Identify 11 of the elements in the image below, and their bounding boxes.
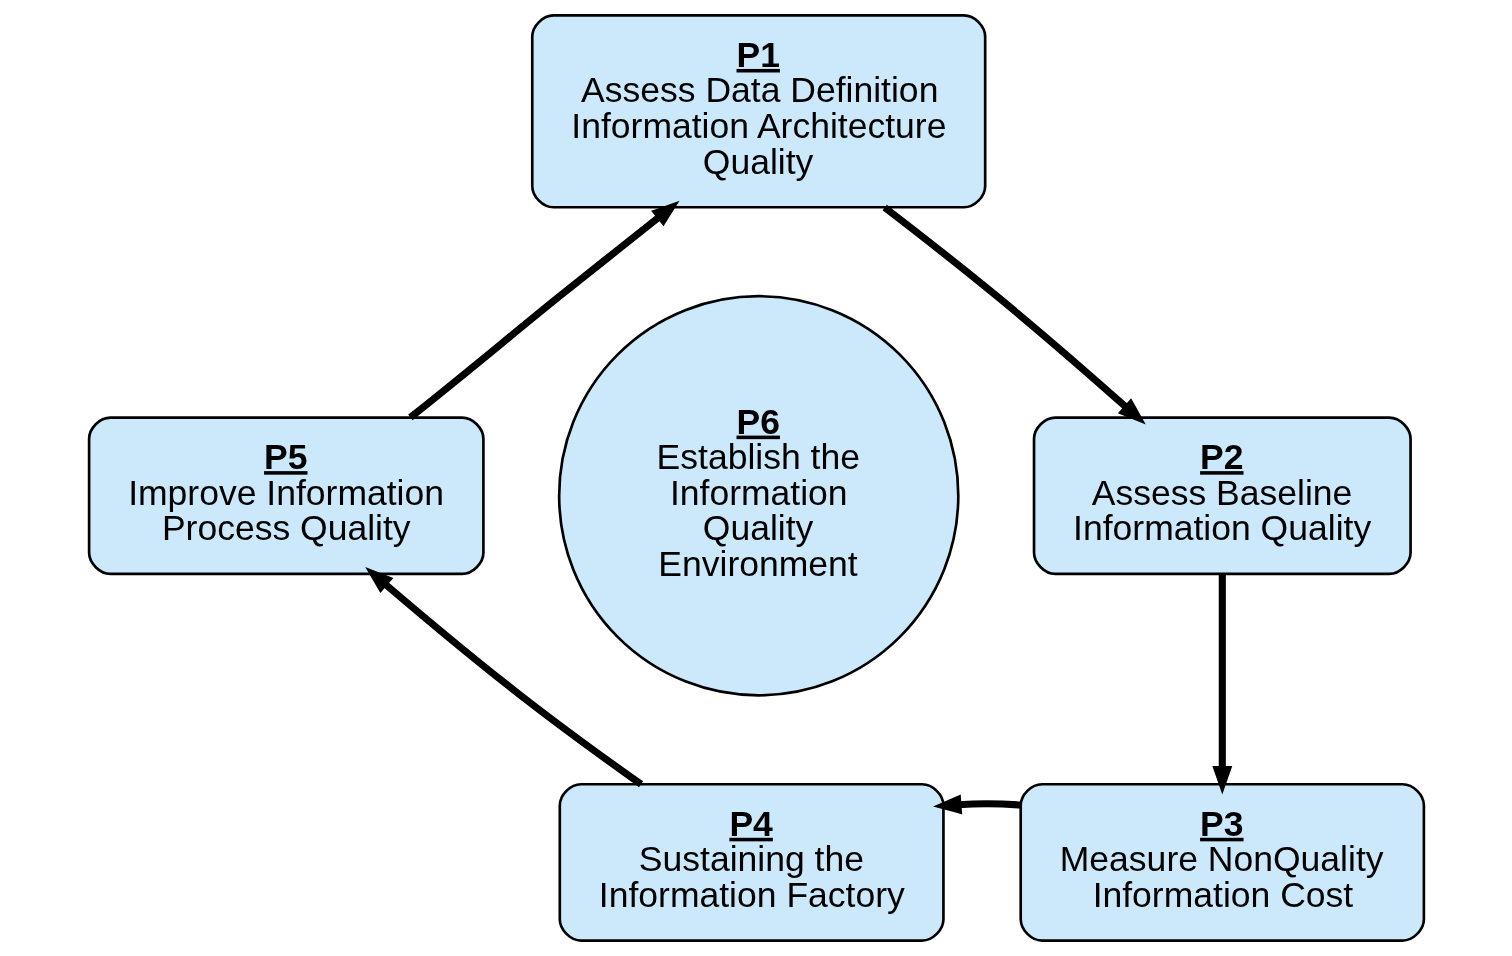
arrow	[932, 794, 1021, 815]
arrow	[364, 566, 643, 788]
node-box: P5 Improve Information Process Quality	[87, 416, 485, 576]
arrow	[882, 204, 1146, 425]
node-box: P3 Measure NonQuality Information Cost	[1018, 782, 1425, 942]
node-box: P2 Assess Baseline Information Quality	[1032, 416, 1412, 576]
arrow	[1211, 574, 1232, 795]
arrow	[407, 200, 680, 421]
node-box: P4 Sustaining the Information Factory	[557, 782, 945, 942]
node-box: P1 Assess Data Definition Information Architecture Quality	[530, 14, 986, 209]
node-circle: P6 Establish the Information Quality Environment	[557, 294, 960, 697]
